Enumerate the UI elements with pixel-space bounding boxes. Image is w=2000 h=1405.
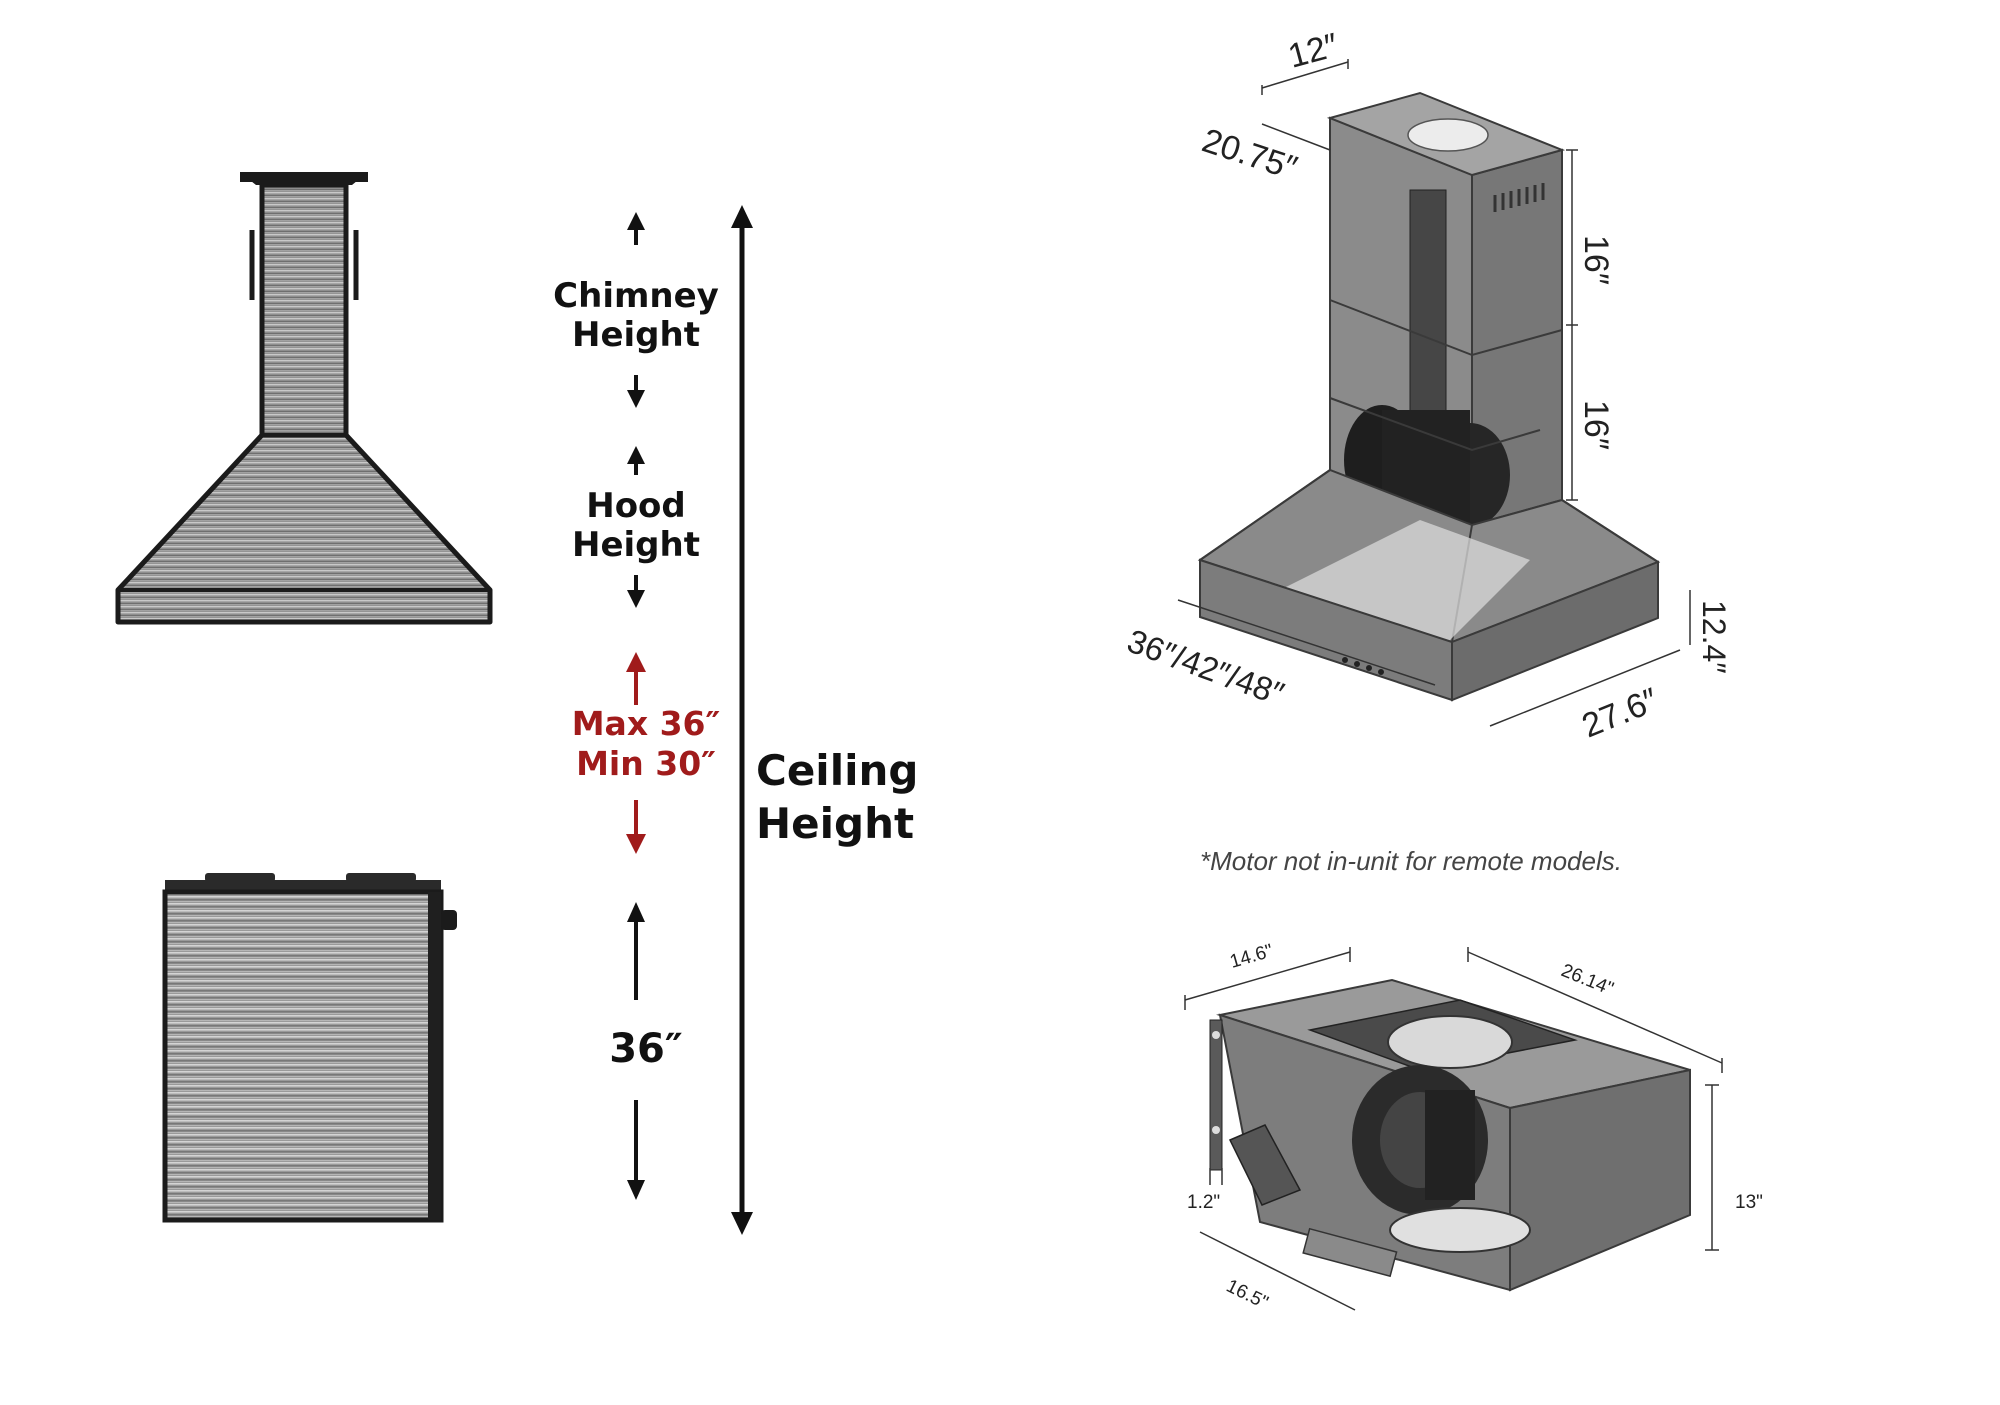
dim-motor-height: 13" [1735,1192,1763,1213]
dim-top-depth: 20.75″ [1198,121,1302,187]
clearance-max-label: Max 36″ [572,704,721,743]
chimney-height-arrows [627,212,645,408]
ceiling-height-label-2: Height [756,799,914,848]
remote-motor-note: *Motor not in-unit for remote models. [1200,846,1622,876]
dim-motor-depth: 14.6" [1228,941,1276,973]
dim-hood-height: 12.4″ [1696,600,1732,674]
dim-motor-width: 16.5" [1223,1276,1272,1314]
counter-height-arrows [627,902,645,1200]
dim-upper-chimney: 16″ [1577,235,1615,285]
hood-chimney [259,182,349,438]
height-annotations: Chimney Height Hood Height Max 36″ Min 3… [553,205,918,1235]
motor-unit-illustration: 14.6" 26.14" 13" 1.2" 16.5" [1184,941,1763,1314]
range-illustration [162,873,457,1223]
hood-height-arrows [627,446,645,608]
range-body [162,889,444,1223]
range-hood-illustration [115,172,493,625]
dim-top-width: 12″ [1284,26,1342,76]
chimney-height-label-2: Height [572,315,700,355]
ceiling-height-arrow [731,205,753,1235]
counter-height-label: 36″ [609,1026,683,1072]
hood-height-label: Hood [586,486,686,526]
dim-hood-depth: 27.6″ [1577,681,1664,746]
dim-motor-length: 26.14" [1558,960,1616,1000]
dim-motor-offset: 1.2" [1187,1192,1220,1213]
hood-isometric-illustration: 12″ 20.75″ 16″ 16″ 12.4″ 36″/42″/48″ 27.… [1123,26,1732,745]
hood-height-label-2: Height [572,525,700,565]
chimney-height-label: Chimney [553,276,719,316]
hood-canopy [115,432,493,625]
clearance-min-label: Min 30″ [576,744,716,783]
range-cooktop [165,880,441,892]
clearance-arrows [626,652,646,854]
ceiling-height-label: Ceiling [756,746,918,795]
dim-lower-chimney: 16″ [1577,400,1615,450]
range-knob [441,910,457,930]
